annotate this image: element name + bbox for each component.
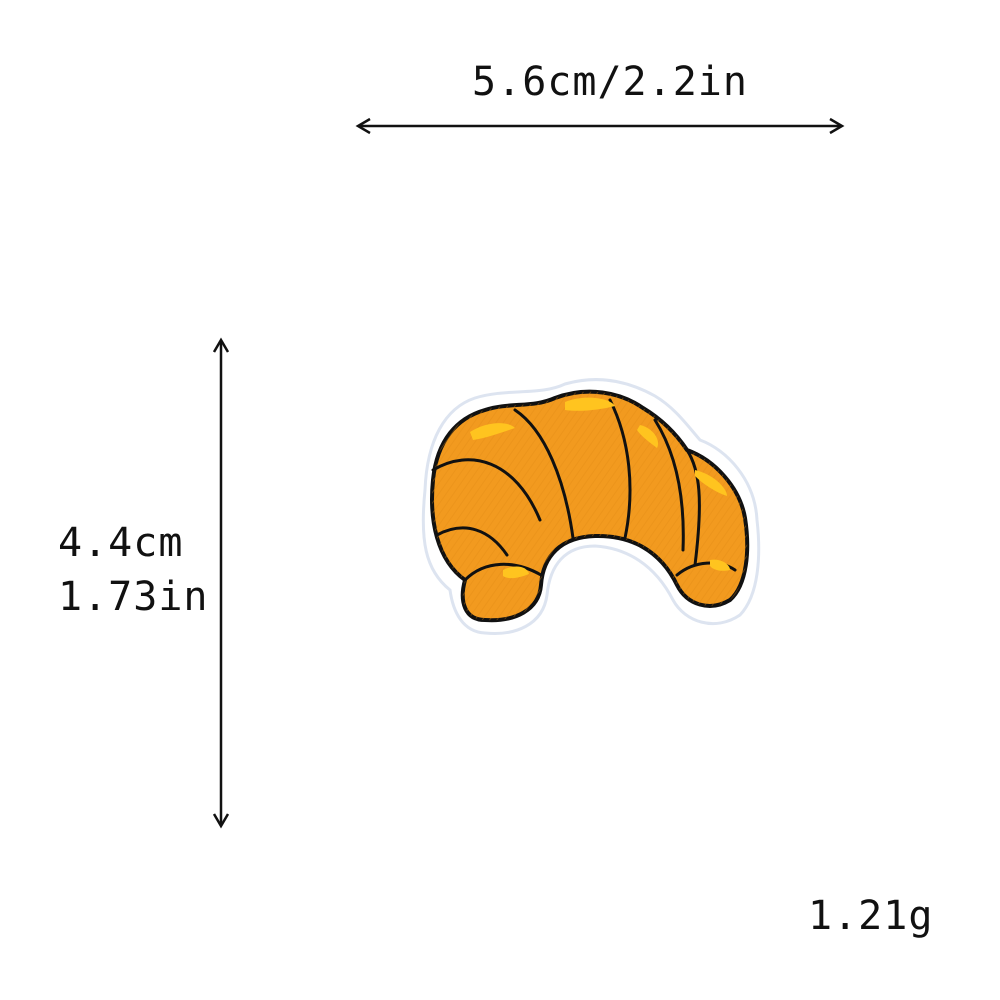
- height-arrow: [212, 337, 230, 829]
- height-cm-label: 4.4cm: [58, 520, 184, 566]
- croissant-icon: [421, 378, 761, 635]
- weight-label: 1.21g: [808, 893, 934, 939]
- width-label: 5.6cm/2.2in: [472, 59, 748, 105]
- height-in-label: 1.73in: [58, 574, 209, 620]
- width-arrow: [355, 117, 845, 135]
- height-label: 4.4cm 1.73in: [58, 516, 209, 624]
